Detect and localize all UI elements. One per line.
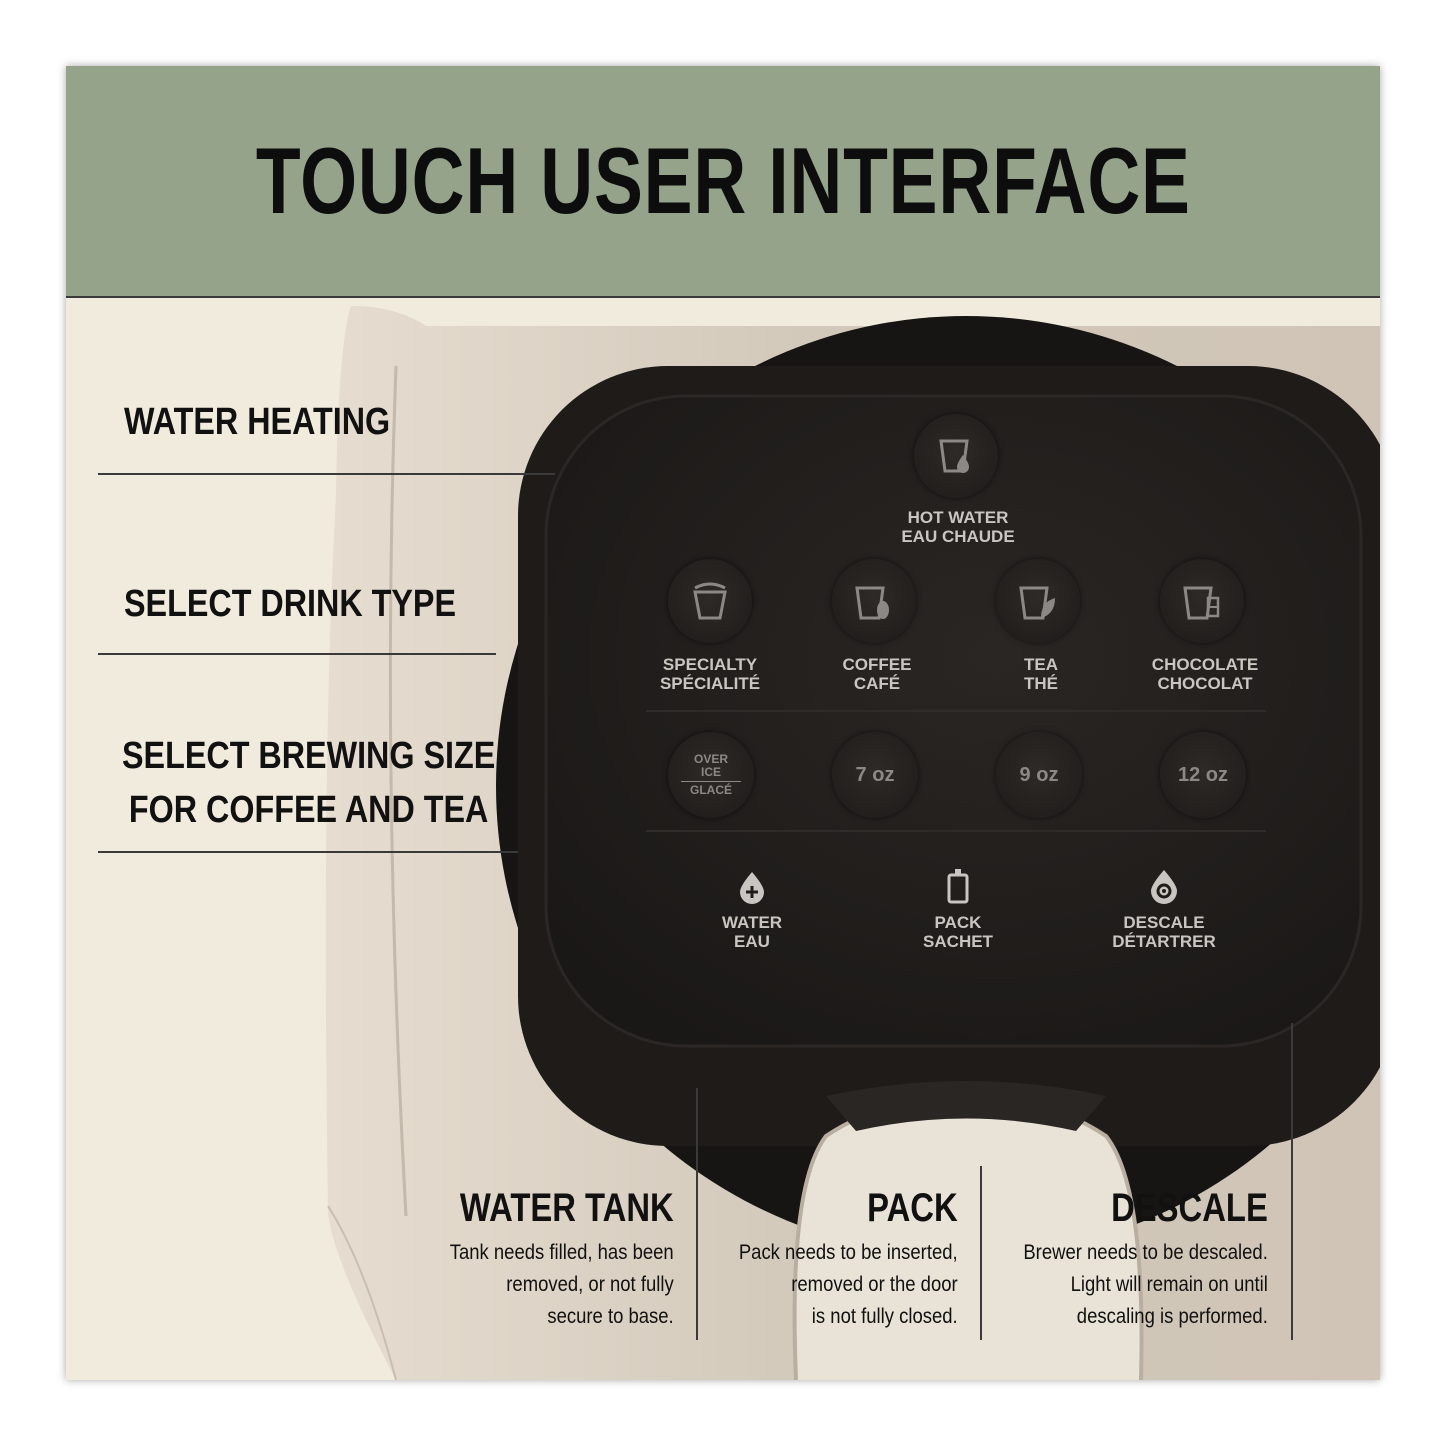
header-banner: TOUCH USER INTERFACE [66,66,1380,298]
divider-line [98,473,555,475]
coffee-label: COFFEE CAFÉ [843,655,912,693]
over-ice-line-1: OVER [693,752,728,766]
water-drop-plus-icon [740,872,764,904]
hot-water-button[interactable] [914,414,998,498]
water-status-label-fr: EAU [734,932,770,951]
water-tank-info: WATER TANK Tank needs filled, has been r… [413,1186,674,1333]
over-ice-divider [681,781,741,782]
hot-water-label-en: HOT WATER [907,508,1009,527]
size-7oz-button[interactable]: 7 oz [832,732,918,818]
tea-label-fr: THÉ [1024,674,1058,693]
pack-desc-line: Pack needs to be inserted, [739,1241,958,1264]
label-select-drink-type: SELECT DRINK TYPE [124,583,457,625]
coffee-button[interactable] [832,559,916,643]
vertical-line [696,1088,698,1340]
over-ice-button[interactable]: OVER ICE GLACÉ [668,732,754,818]
water-tank-desc-line: removed, or not fully [506,1273,674,1296]
descale-status-label: DESCALE DÉTARTRER [1112,913,1216,951]
tea-label: TEA THÉ [1024,655,1058,693]
descale-title: DESCALE [1111,1186,1268,1230]
specialty-label-fr: SPÉCIALITÉ [659,674,761,693]
coffee-label-en: COFFEE [842,655,912,674]
hot-water-cup-icon [939,439,969,473]
infographic-card: TOUCH USER INTERFACE WATER HEATING SELEC… [66,66,1380,1380]
water-tank-desc-line: secure to base. [547,1305,674,1328]
water-status-label: WATER EAU [722,913,782,951]
chocolate-label: CHOCOLATE CHOCOLAT [1152,655,1258,693]
descale-desc: Brewer needs to be descaled. Light will … [1023,1237,1268,1333]
pack-status-label-fr: SACHET [923,932,993,951]
descale-desc-line: Brewer needs to be descaled. [1023,1241,1268,1264]
tea-label-en: TEA [1024,655,1058,674]
specialty-cup-icon [693,582,727,620]
brewer-illustration [325,306,1380,1380]
coffee-label-fr: CAFÉ [853,674,901,693]
label-line-2: FOR COFFEE AND TEA [128,789,489,831]
tea-button[interactable] [996,559,1080,643]
size-12oz-button[interactable]: 12 oz [1160,732,1246,818]
vertical-line [1291,1023,1293,1340]
hot-water-label: HOT WATER EAU CHAUDE [901,508,1014,546]
descale-info: DESCALE Brewer needs to be descaled. Lig… [990,1186,1268,1333]
water-tank-title: WATER TANK [460,1186,674,1230]
page-title: TOUCH USER INTERFACE [255,128,1191,233]
pack-icon [947,869,969,904]
water-status-label-en: WATER [721,913,783,932]
descale-desc-line: descaling is performed. [1076,1305,1268,1328]
pack-status-label: PACK SACHET [923,913,993,951]
over-ice-text: OVER ICE GLACÉ [677,753,745,797]
water-tank-desc: Tank needs filled, has been removed, or … [445,1237,674,1333]
chocolate-label-fr: CHOCOLAT [1157,674,1253,693]
over-ice-line-2: ICE [700,765,721,779]
label-line-1: SELECT BREWING SIZE [122,735,496,777]
vertical-line [980,1166,982,1340]
over-ice-line-3: GLACÉ [690,783,732,797]
descale-desc-line: Light will remain on until [1070,1273,1268,1296]
descale-status-label-fr: DÉTARTRER [1112,932,1216,951]
pack-title: PACK [867,1186,958,1230]
specialty-button[interactable] [668,559,752,643]
specialty-label: SPECIALTY SPÉCIALITÉ [660,655,760,693]
pack-desc-line: is not fully closed. [812,1305,958,1328]
descale-status-label-en: DESCALE [1123,913,1205,932]
size-7oz-label: 7 oz [855,763,895,786]
tea-cup-icon [1019,586,1055,620]
pack-desc-line: removed or the door [791,1273,958,1296]
water-tank-desc-line: Tank needs filled, has been [450,1241,674,1264]
chocolate-label-en: CHOCOLATE [1151,655,1259,674]
divider-line [98,851,518,853]
hot-water-label-fr: EAU CHAUDE [901,527,1015,546]
specialty-label-en: SPECIALTY [662,655,758,674]
size-12oz-label: 12 oz [1177,763,1229,786]
pack-info: PACK Pack needs to be inserted, removed … [709,1186,958,1333]
label-water-heating: WATER HEATING [124,401,391,443]
coffee-cup-icon [855,586,889,620]
size-9oz-label: 9 oz [1019,763,1059,786]
label-select-brewing-size: SELECT BREWING SIZE FOR COFFEE AND TEA [122,729,495,837]
pack-desc: Pack needs to be inserted, removed or th… [739,1237,958,1333]
size-9oz-button[interactable]: 9 oz [996,732,1082,818]
divider-line [98,653,496,655]
chocolate-button[interactable] [1160,559,1244,643]
descale-gear-icon [1151,870,1177,904]
pack-status-label-en: PACK [934,913,982,932]
chocolate-cup-icon [1183,586,1220,620]
